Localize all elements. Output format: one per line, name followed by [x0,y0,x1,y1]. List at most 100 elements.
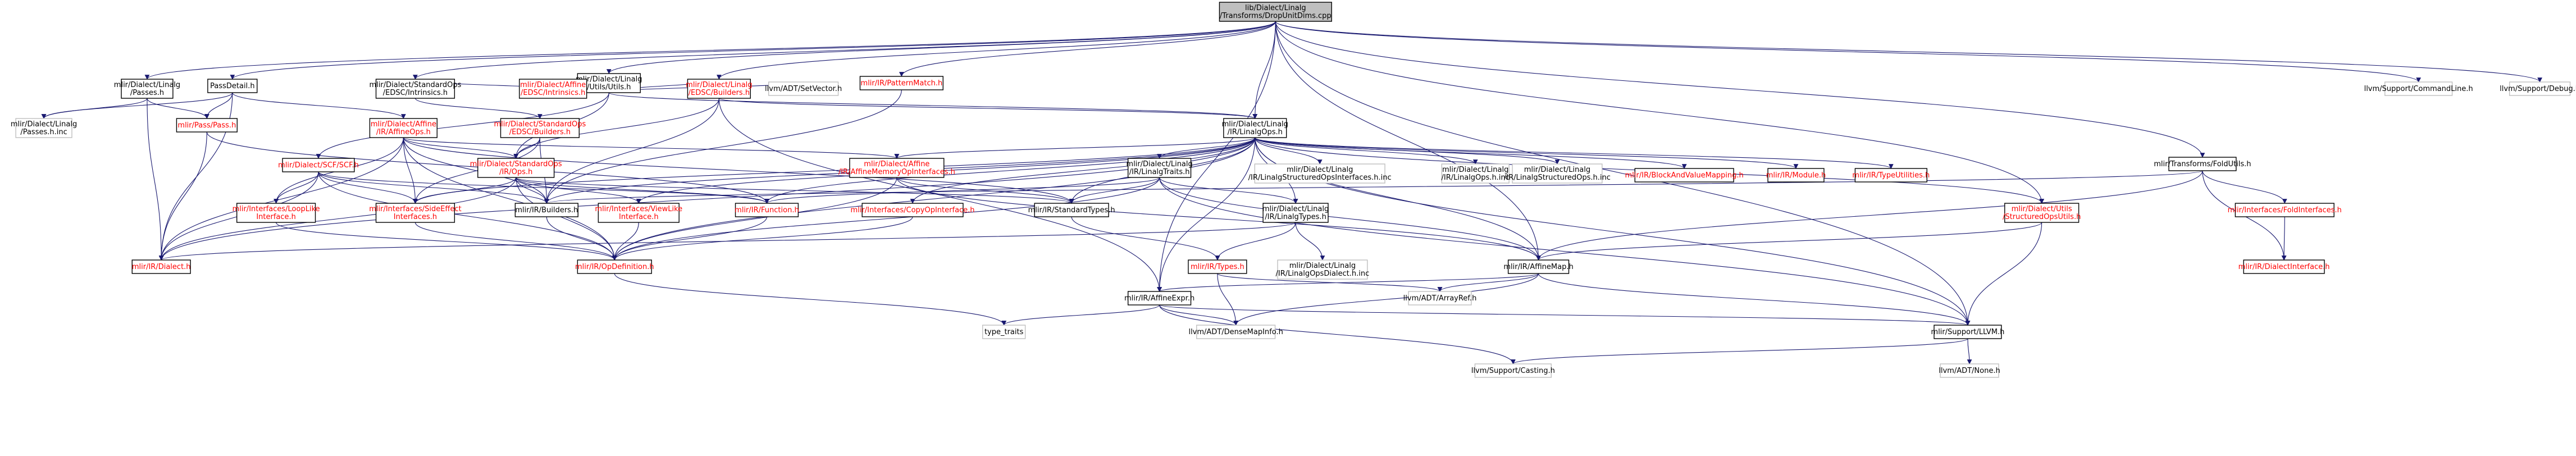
file-node-scf[interactable]: mlir/Dialect/SCF/SCF.h [278,158,359,172]
dependency-edge [1255,137,1687,169]
file-node-fold-interfaces[interactable]: mlir/Interfaces/FoldInterfaces.h [2228,203,2342,217]
dependency-edge [273,171,319,204]
dependency-edge [318,171,549,204]
file-node-op-def[interactable]: mlir/IR/OpDefinition.h [575,259,654,274]
dependency-edge [1437,273,1539,292]
dependency-edge [414,98,542,119]
dependency-edge [516,177,641,204]
file-node-box [1940,363,1999,378]
file-node-passes-h[interactable]: mlir/Dialect/Linalg/Passes.h [114,79,180,99]
file-node-root[interactable]: lib/Dialect/Linalg/Transforms/DropUnitDi… [1219,2,1332,22]
dependency-edge [1215,222,1296,261]
file-node-linalg-traits[interactable]: mlir/Dialect/Linalg/IR/LinalgTraits.h [1126,158,1193,178]
file-node-pass-h[interactable]: mlir/Pass/Pass.h [176,118,238,133]
file-node-linalg-types[interactable]: mlir/Dialect/Linalg/IR/LinalgTypes.h [1262,203,1329,223]
file-node-label: mlir/Dialect/Linalg [1126,160,1192,168]
file-node-casting[interactable]: llvm/Support/Casting.h [1471,363,1555,378]
dependency-edge [636,137,1256,204]
dependency-edge [1275,21,1971,326]
dependency-edge [413,21,1276,80]
dependency-edge [718,98,1162,292]
file-node-blockandvalue[interactable]: mlir/IR/BlockAndValueMapping.h [1625,168,1744,183]
dependency-edge [1538,273,1971,326]
file-node-types-h[interactable]: mlir/IR/Types.h [1188,259,1247,274]
dependency-edge [513,137,540,159]
file-node-label: llvm/ADT/SetVector.h [765,85,842,93]
file-node-structured-utils[interactable]: mlir/Dialect/Utils/StructuredOpsUtils.h [2003,203,2081,223]
file-node-passes-inc[interactable]: mlir/Dialect/Linalg/Passes.h.inc [11,118,77,138]
file-node-affine-edsc-intr[interactable]: mlir/Dialect/Affine/EDSC/Intrinsics.h [519,79,587,99]
file-node-linalg-utils[interactable]: mlir/Dialect/Linalg/Utils/Utils.h [576,73,642,93]
dependency-edge [1295,222,1325,261]
dependency-edge [147,98,164,261]
file-node-linalg-ops[interactable]: mlir/Dialect/Linalg/IR/LinalgOps.h [1222,118,1288,138]
file-node-std-ops[interactable]: mlir/Dialect/StandardOps/IR/Ops.h [470,158,562,178]
file-node-densemapinfo[interactable]: llvm/ADT/DenseMapInfo.h [1188,325,1283,339]
file-node-type-traits[interactable]: type_traits [982,325,1026,339]
file-node-label: mlir/IR/BlockAndValueMapping.h [1625,171,1744,180]
file-node-label: mlir/Interfaces/LoopLike [232,205,320,213]
file-node-affine-memory[interactable]: mlir/Dialect/Affine/IR/AffineMemoryOpInt… [838,158,955,178]
dependency-edge [158,137,404,261]
file-node-label: mlir/Support/LLVM.h [1931,328,2004,336]
file-node-label: mlir/IR/StandardTypes.h [1028,206,1115,215]
file-node-dialect-iface[interactable]: mlir/IR/DialectInterface.h [2238,259,2330,274]
file-node-arrayref[interactable]: llvm/ADT/ArrayRef.h [1403,291,1477,305]
dependency-edge [1275,21,2542,83]
file-node-linalg-structured-inc[interactable]: mlir/Dialect/Linalg/IR/LinalgStructuredO… [1504,163,1611,184]
file-node-label: mlir/Dialect/SCF/SCF.h [278,161,359,170]
file-node-label: mlir/IR/Dialect.h [132,263,191,271]
dependency-edge [607,21,1276,74]
file-node-smallvector[interactable]: llvm/ADT/SetVector.h [765,81,842,96]
file-node-cmdline[interactable]: llvm/Support/CommandLine.h [2364,81,2473,96]
file-node-label: mlir/Dialect/Linalg [1442,166,1508,174]
file-node-label: mlir/IR/AffineExpr.h [1124,294,1194,303]
file-node-so-edsc-intr[interactable]: mlir/Dialect/StandardOps/EDSC/Intrinsics… [370,79,462,99]
file-node-box [1262,203,1329,223]
dependency-edge [1536,170,2203,261]
file-node-copy-op[interactable]: mlir/Interfaces/CopyOpInterface.h [851,203,975,217]
file-node-module[interactable]: mlir/IR/Module.h [1766,168,1826,183]
dependency-edge [403,137,549,204]
file-node-dialect-h[interactable]: mlir/IR/Dialect.h [131,259,191,274]
file-node-label: mlir/IR/PatternMatch.h [861,79,943,88]
file-node-patternmatch[interactable]: mlir/IR/PatternMatch.h [859,76,943,90]
file-node-box [1034,203,1109,217]
file-node-standard-types[interactable]: mlir/IR/StandardTypes.h [1028,203,1115,217]
file-node-so-edsc-builders[interactable]: mlir/Dialect/StandardOps/EDSC/Builders.h [494,118,586,138]
file-node-box [1277,259,1368,280]
file-node-linalg-dialect-inc[interactable]: mlir/Dialect/Linalg/IR/LinalgOpsDialect.… [1276,259,1370,280]
file-node-function[interactable]: mlir/IR/Function.h [735,203,799,217]
file-node-label: mlir/Pass/Pass.h [177,121,236,130]
dependency-edge [1001,304,1160,326]
file-node-box [598,203,680,223]
dependency-edge [41,92,233,119]
file-node-debug[interactable]: llvm/Support/Debug.h [2500,81,2576,96]
file-node-passdetail[interactable]: PassDetail.h [207,79,258,93]
dependency-edges [41,21,2542,364]
dependency-edge [608,92,1257,119]
dependency-edge [1965,222,2042,326]
dependency-edge [896,177,1074,204]
file-node-label: mlir/IR/Module.h [1766,171,1826,180]
file-node-typeutils[interactable]: mlir/IR/TypeUtilities.h [1852,168,1930,183]
file-node-affine-expr[interactable]: mlir/IR/AffineExpr.h [1124,291,1194,305]
file-node-affine-ops[interactable]: mlir/Dialect/Affine/IR/AffineOps.h [369,118,438,138]
file-node-label: mlir/Interfaces/ViewLike [595,205,682,213]
file-node-foldutils[interactable]: mlir/Transforms/FoldUtils.h [2154,157,2251,171]
dependency-edge [2202,170,2287,204]
file-node-linalg-edsc-builders[interactable]: mlir/Dialect/Linalg/EDSC/Builders.h [686,79,753,99]
file-node-llvm-h[interactable]: mlir/Support/LLVM.h [1931,325,2004,339]
file-node-affine-map[interactable]: mlir/IR/AffineMap.h [1503,259,1574,274]
file-node-linalg-ops-inc[interactable]: mlir/Dialect/Linalg/IR/LinalgOps.h.inc [1442,163,1510,184]
dependency-edge [403,137,617,261]
file-node-box [1188,259,1247,274]
file-node-label: llvm/Support/Casting.h [1471,367,1555,375]
file-node-builders[interactable]: mlir/IR/Builders.h [514,203,578,217]
file-node-none[interactable]: llvm/ADT/None.h [1939,363,2000,378]
file-node-box [2243,259,2325,274]
file-node-linalg-structured-iface-inc[interactable]: mlir/Dialect/Linalg/IR/LinalgStructuredO… [1248,163,1392,184]
